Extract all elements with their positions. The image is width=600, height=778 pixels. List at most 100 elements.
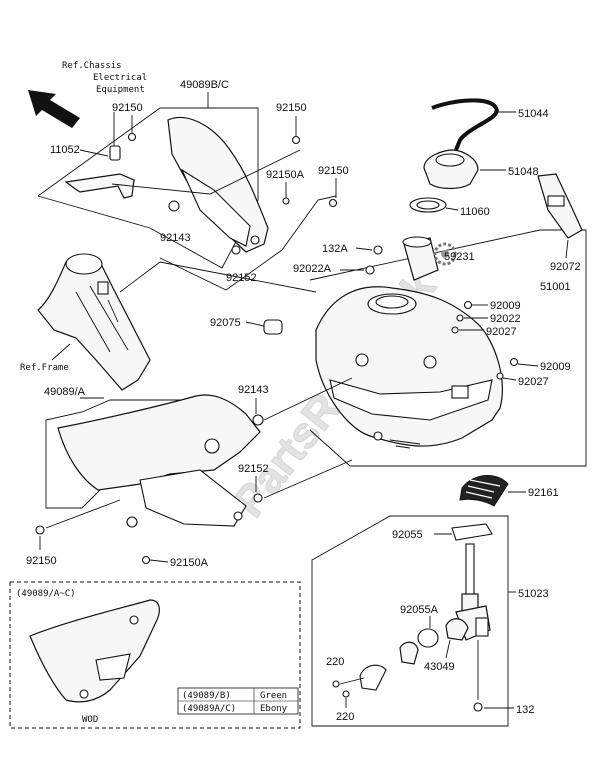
label-92009-side: 92009 bbox=[540, 361, 571, 373]
collar-92027-side bbox=[496, 372, 504, 380]
leader-92009-side bbox=[517, 363, 539, 367]
grommet-92143-side bbox=[252, 414, 264, 426]
collar-92152-side bbox=[253, 493, 263, 503]
washer-92022a bbox=[365, 265, 375, 275]
label-92152-side: 92152 bbox=[238, 463, 269, 475]
inset-title: (49089/A~C) bbox=[16, 589, 76, 599]
inset-variant-color-2: Ebony bbox=[260, 704, 288, 714]
bolt-92150-top-right bbox=[291, 135, 301, 145]
screw-220-top bbox=[332, 680, 340, 688]
label-51044: 51044 bbox=[518, 108, 549, 120]
front-direction-arrow-icon bbox=[28, 90, 80, 128]
label-43049: 43049 bbox=[424, 661, 455, 673]
inset-variant-color-1: Green bbox=[260, 691, 287, 701]
fuel-tank-51001 bbox=[315, 286, 503, 449]
label-132a: 132A bbox=[322, 243, 348, 255]
ref-chassis-label: Ref.Chassis bbox=[62, 61, 122, 71]
shroud-right-49089bc bbox=[167, 116, 269, 253]
leader-92075 bbox=[245, 321, 265, 327]
label-220-bottom: 220 bbox=[336, 711, 354, 723]
label-92150-mid: 92150 bbox=[318, 165, 349, 177]
strap-92072 bbox=[537, 173, 583, 239]
leader-92150a-lower bbox=[149, 559, 169, 563]
label-92022: 92022 bbox=[490, 313, 521, 325]
cap-92075 bbox=[263, 319, 283, 335]
leader-11052 bbox=[79, 149, 109, 157]
plate-fuel-cock bbox=[359, 664, 387, 691]
leader-shroud-bolt-line bbox=[159, 195, 337, 291]
label-92009-top: 92009 bbox=[490, 300, 521, 312]
label-51023: 51023 bbox=[518, 588, 549, 600]
leader-92152-to-tank bbox=[263, 459, 353, 499]
shroud-left-49089a bbox=[57, 394, 261, 528]
label-92027-side: 92027 bbox=[518, 376, 549, 388]
ref-electrical-label: Electrical bbox=[93, 73, 147, 83]
leader-ref-frame bbox=[51, 343, 71, 361]
inset-variant-code-1: (49089/B) bbox=[182, 691, 231, 701]
leader-frame-to-tank bbox=[119, 261, 317, 293]
ref-equipment-label: Equipment bbox=[96, 85, 145, 95]
collar-92027-top bbox=[451, 326, 459, 334]
label-51048: 51048 bbox=[508, 166, 539, 178]
inset-shroud-illustration bbox=[29, 599, 160, 703]
label-92055: 92055 bbox=[392, 529, 423, 541]
frame-49089bc bbox=[37, 107, 259, 269]
label-92055a: 92055A bbox=[400, 604, 439, 616]
label-49089bc: 49089B/C bbox=[180, 79, 229, 91]
bolt-92150-mid bbox=[328, 198, 338, 208]
label-92150-top-right: 92150 bbox=[276, 102, 307, 114]
label-11060: 11060 bbox=[460, 206, 490, 218]
pad-92161 bbox=[459, 475, 509, 507]
label-92075: 92075 bbox=[210, 317, 241, 329]
label-11052: 11052 bbox=[50, 144, 80, 156]
frame-51023 bbox=[311, 515, 509, 727]
grommet-92009-top bbox=[463, 300, 473, 310]
gasket-92055 bbox=[451, 523, 493, 541]
bolt-92150a-lower bbox=[141, 555, 151, 565]
fuel-breather-hose-51044 bbox=[431, 98, 499, 151]
bracket-11052 bbox=[64, 145, 135, 199]
inset-box bbox=[9, 581, 301, 729]
label-92161: 92161 bbox=[528, 487, 559, 499]
label-92150a-lower: 92150A bbox=[170, 557, 209, 569]
bolt-132 bbox=[473, 702, 483, 712]
collar-92152-top bbox=[231, 245, 241, 255]
label-92150-lower: 92150 bbox=[26, 555, 57, 567]
label-92022a: 92022A bbox=[293, 263, 332, 275]
washer-92022 bbox=[456, 314, 464, 322]
lever-43049 bbox=[445, 618, 469, 641]
bolt-92150-lower bbox=[35, 525, 45, 535]
frame-51001 bbox=[309, 229, 587, 467]
label-92027-top: 92027 bbox=[486, 326, 517, 338]
leader-92150-lower-line bbox=[45, 499, 121, 529]
spring-cup-fuel-cock bbox=[399, 641, 419, 665]
label-92150-top-left: 92150 bbox=[112, 102, 143, 114]
leader-11060 bbox=[445, 207, 459, 211]
oring-92055a bbox=[417, 628, 439, 648]
leader-220-top bbox=[339, 677, 365, 685]
leader-bracket-link bbox=[111, 149, 301, 195]
bolt-132a bbox=[373, 245, 383, 255]
inset-variant-code-2: (49089A/C) bbox=[182, 704, 236, 714]
bolt-92150a-top bbox=[282, 197, 290, 205]
screw-220-bottom bbox=[342, 690, 350, 698]
grommet-92143-top bbox=[168, 200, 180, 212]
label-132: 132 bbox=[516, 704, 534, 716]
label-59231: 59231 bbox=[444, 251, 475, 263]
fuel-cap-51048 bbox=[423, 149, 479, 190]
label-92150a-top: 92150A bbox=[266, 169, 305, 181]
gear-icon-59231 bbox=[433, 242, 457, 266]
label-49089a: 49089/A bbox=[44, 386, 86, 398]
leader-132a bbox=[355, 247, 373, 251]
label-92143-top: 92143 bbox=[160, 232, 191, 244]
leader-92143-to-tank bbox=[263, 377, 353, 421]
bolt-92150 bbox=[127, 132, 137, 142]
ref-frame-label: Ref.Frame bbox=[20, 363, 69, 373]
grommet-92009-side bbox=[509, 357, 519, 367]
label-92072: 92072 bbox=[550, 261, 581, 273]
leader-92072 bbox=[565, 239, 569, 259]
gasket-11060-inner bbox=[416, 200, 440, 210]
label-220-top: 220 bbox=[326, 656, 344, 668]
label-92143-side: 92143 bbox=[238, 384, 269, 396]
